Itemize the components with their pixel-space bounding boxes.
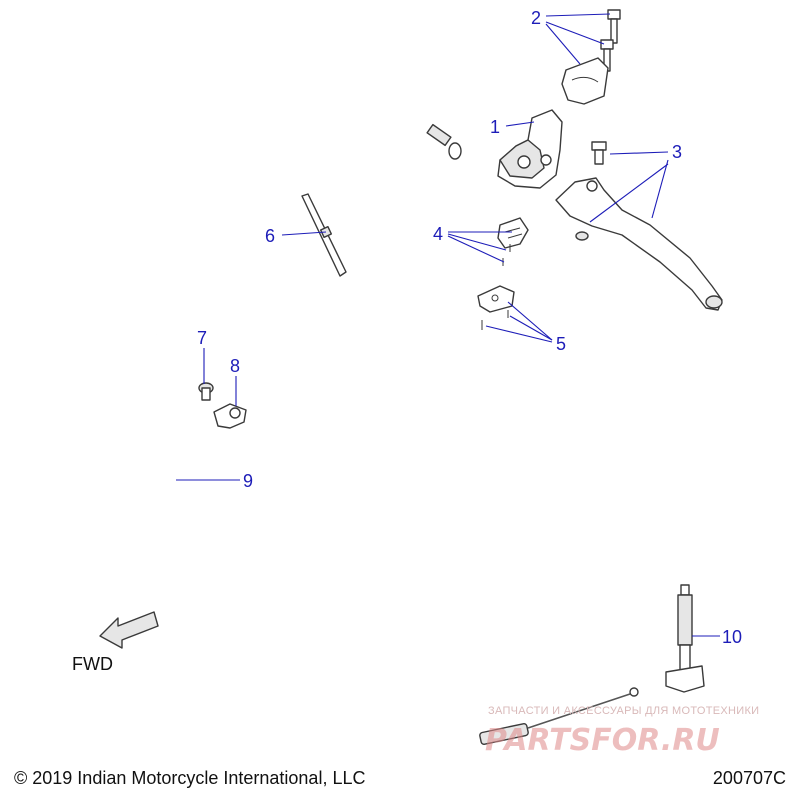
watermark-logo: PARTSFOR.RU <box>485 723 720 758</box>
callout-9: 9 <box>243 471 253 491</box>
forward-label: FWD <box>72 654 113 674</box>
cable-upper-end <box>448 142 462 160</box>
clamp-with-bolts <box>561 9 621 105</box>
forward-arrow-icon <box>99 611 159 649</box>
diagram-code: 200707C <box>712 768 786 788</box>
lever-nut <box>575 231 589 241</box>
cable-lower-end <box>629 687 639 697</box>
clutch-cable <box>83 108 639 746</box>
callout-2: 2 <box>531 8 541 28</box>
lever-switch <box>497 217 529 266</box>
callout-6: 6 <box>265 226 275 246</box>
leader-lines <box>176 13 720 637</box>
callouts: 1 2 3 4 5 6 7 8 9 10 <box>197 8 742 647</box>
callout-8: 8 <box>230 356 240 376</box>
clutch-lever <box>555 141 723 311</box>
watermark-tagline: ЗАПЧАСТИ И АКСЕССУАРЫ ДЛЯ МОТОТЕХНИКИ <box>488 705 760 717</box>
callout-5: 5 <box>556 334 566 354</box>
svg-text:PARTSFOR.RU: PARTSFOR.RU <box>485 723 720 758</box>
cable-upper-fitting <box>426 123 452 147</box>
switch-bracket <box>477 285 515 330</box>
callout-3: 3 <box>672 142 682 162</box>
pushrod-boot <box>665 584 705 693</box>
callout-10: 10 <box>722 627 742 647</box>
callout-1: 1 <box>490 117 500 137</box>
cable-tie <box>301 193 347 277</box>
cable-clip <box>213 403 247 429</box>
screw <box>198 382 214 401</box>
callout-4: 4 <box>433 224 443 244</box>
cable-lower-adjuster <box>479 722 529 746</box>
lever-perch <box>497 109 563 189</box>
callout-7: 7 <box>197 328 207 348</box>
copyright-notice: © 2019 Indian Motorcycle International, … <box>14 768 366 788</box>
